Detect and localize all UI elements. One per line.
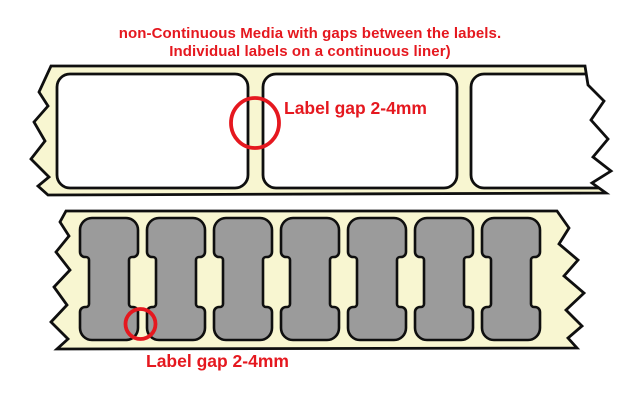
title-line2: Individual labels on a continuous liner) bbox=[169, 43, 451, 60]
bottom-label bbox=[78, 216, 140, 342]
title-line1: non-Continuous Media with gaps between t… bbox=[119, 25, 502, 42]
top-label bbox=[469, 72, 611, 190]
bottom-label bbox=[346, 216, 408, 342]
top-gap-highlight-circle bbox=[229, 96, 281, 150]
top-label bbox=[261, 72, 459, 190]
bottom-gap-annotation: Label gap 2-4mm bbox=[146, 351, 289, 371]
bottom-label bbox=[413, 216, 475, 342]
bottom-label bbox=[279, 216, 341, 342]
bottom-strip: Label gap 2-4mm bbox=[49, 209, 586, 371]
bottom-gap-highlight-circle bbox=[123, 307, 158, 341]
bottom-label bbox=[212, 216, 274, 342]
top-gap-annotation: Label gap 2-4mm bbox=[284, 98, 427, 118]
bottom-labels-group bbox=[78, 216, 542, 342]
bottom-label bbox=[145, 216, 207, 342]
top-strip: Label gap 2-4mm bbox=[29, 64, 613, 197]
top-label bbox=[55, 72, 250, 190]
bottom-label bbox=[480, 216, 542, 342]
top-labels-group bbox=[55, 72, 611, 190]
